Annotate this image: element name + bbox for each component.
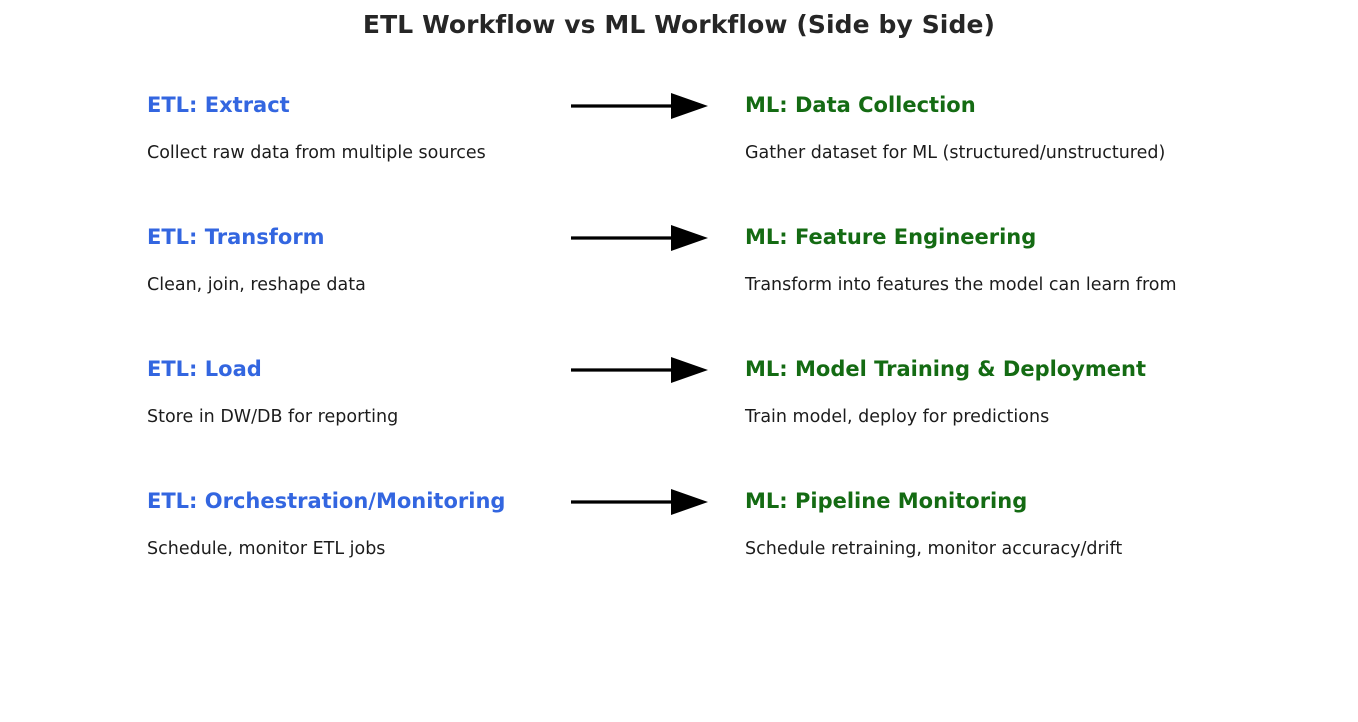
ml-stage-description: Train model, deploy for predictions (745, 407, 1050, 427)
right-arrow-icon (566, 487, 716, 517)
right-arrow-icon (566, 355, 716, 385)
etl-stage-heading: ETL: Load (147, 357, 262, 381)
etl-stage-heading: ETL: Transform (147, 225, 325, 249)
ml-stage-heading: ML: Pipeline Monitoring (745, 489, 1028, 513)
ml-stage-heading: ML: Data Collection (745, 93, 976, 117)
diagram-title: ETL Workflow vs ML Workflow (Side by Sid… (362, 10, 996, 39)
ml-stage-heading: ML: Feature Engineering (745, 225, 1037, 249)
ml-stage-description: Gather dataset for ML (structured/unstru… (745, 143, 1166, 163)
etl-stage-description: Clean, join, reshape data (147, 275, 366, 295)
right-arrow-icon (566, 223, 716, 253)
ml-stage-description: Schedule retraining, monitor accuracy/dr… (745, 539, 1123, 559)
etl-stage-heading: ETL: Orchestration/Monitoring (147, 489, 506, 513)
etl-stage-description: Collect raw data from multiple sources (147, 143, 486, 163)
stage-row: ETL: Extract Collect raw data from multi… (0, 82, 1358, 214)
etl-stage-description: Store in DW/DB for reporting (147, 407, 399, 427)
stage-row: ETL: Load Store in DW/DB for reporting M… (0, 346, 1358, 478)
stage-row: ETL: Orchestration/Monitoring Schedule, … (0, 478, 1358, 610)
etl-stage-description: Schedule, monitor ETL jobs (147, 539, 386, 559)
etl-stage-heading: ETL: Extract (147, 93, 290, 117)
right-arrow-icon (566, 91, 716, 121)
ml-stage-heading: ML: Model Training & Deployment (745, 357, 1147, 381)
stage-row: ETL: Transform Clean, join, reshape data… (0, 214, 1358, 346)
ml-stage-description: Transform into features the model can le… (745, 275, 1177, 295)
